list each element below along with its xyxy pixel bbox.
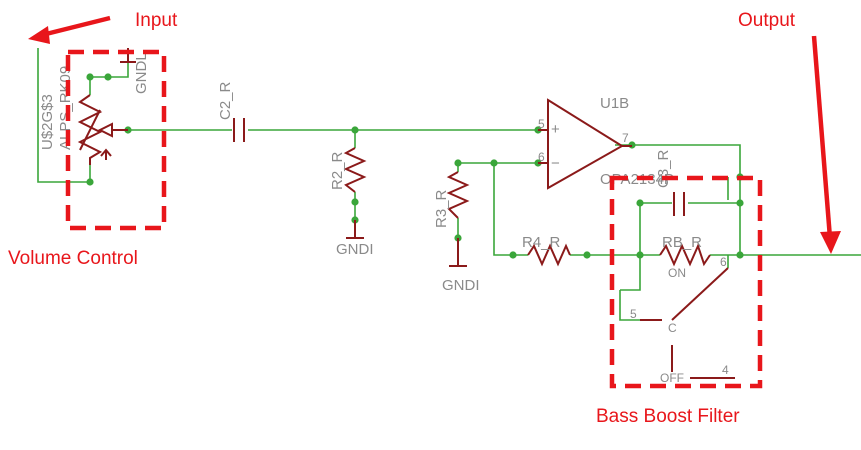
label-gnd-r2: GNDI [336, 241, 374, 258]
label-r4: R4_R [522, 234, 561, 251]
label-gndl: GNDL [133, 52, 150, 94]
resistor-r4 [527, 243, 571, 267]
label-alps: U$2G$3 [39, 94, 56, 150]
label-u1b: U1B [600, 95, 629, 112]
pin-7-opamp: 7 [622, 131, 629, 145]
label-c: C [668, 321, 677, 335]
capacitor-c3 [673, 192, 685, 216]
output-label: Output [738, 10, 796, 31]
capacitor-c2 [233, 118, 245, 142]
wires [37, 48, 861, 321]
gnd-symbol-r3 [449, 238, 467, 267]
volume-control-box [65, 49, 167, 231]
label-c3: C3_R [655, 149, 672, 188]
resistor-r3 [446, 171, 470, 219]
label-alps2: ALPS_RK09 [57, 66, 74, 150]
minus-sign: − [551, 155, 560, 172]
label-c2: C2_R [217, 81, 234, 120]
label-r3: R3_R [433, 189, 450, 228]
output-arrow [811, 35, 841, 254]
pin-5-opamp: 5 [538, 117, 545, 131]
potentiometer [77, 94, 128, 165]
resistor-r2 [343, 147, 367, 193]
label-on: ON [668, 266, 686, 280]
pin-5-switch: 5 [630, 307, 637, 321]
bass-boost-box [609, 175, 763, 389]
plus-sign: + [551, 121, 560, 138]
bass-boost-label: Bass Boost Filter [596, 406, 740, 427]
label-gnd-r3: GNDI [442, 277, 480, 294]
label-r2: R2_R [329, 151, 346, 190]
pin-4-switch: 4 [722, 363, 729, 377]
label-off: OFF [660, 371, 684, 385]
label-rb: RB_R [662, 234, 702, 251]
resistor-rb [659, 243, 711, 267]
input-arrow [28, 15, 111, 44]
input-label: Input [135, 10, 178, 31]
junctions [86, 73, 744, 259]
pin-6-opamp: 6 [538, 150, 545, 164]
volume-control-label: Volume Control [8, 248, 138, 269]
label-opa: OPA2134P [600, 171, 674, 188]
opamp-u1b [538, 98, 632, 190]
pin-6-switch: 6 [720, 255, 727, 269]
gnd-symbol-r2 [346, 220, 364, 239]
switch [640, 267, 735, 379]
